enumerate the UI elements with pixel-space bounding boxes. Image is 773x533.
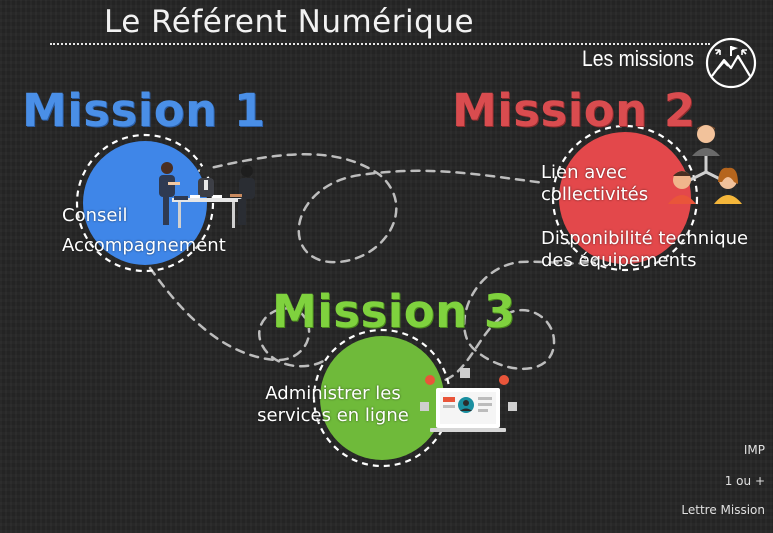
- mission-1-circle: [75, 133, 215, 273]
- mountain-icon: [705, 37, 757, 89]
- mission-2-title: Mission 2: [452, 84, 696, 137]
- side-note-lettre-mission: Lettre Mission: [681, 503, 765, 517]
- connector-m1-m2: [168, 153, 547, 264]
- page-title: Le Référent Numérique: [104, 4, 475, 40]
- mission-3-title: Mission 3: [272, 285, 516, 338]
- network-people-icon: [668, 125, 742, 204]
- meeting-people-icon: [159, 162, 255, 228]
- mission-2-item-collectivites: Lien avec collectivités: [541, 162, 649, 205]
- mission-1-title: Mission 1: [22, 84, 266, 137]
- side-note-count: 1 ou +: [724, 474, 765, 488]
- connector-m2-m3: [443, 253, 602, 382]
- side-note-imp: IMP: [743, 443, 765, 457]
- mission-2-item-equipements: Disponibilité technique des équipements: [541, 228, 749, 271]
- mission-1-item-conseil: Conseil: [62, 205, 128, 226]
- section-label: Les missions: [582, 46, 694, 71]
- title-divider: [50, 43, 710, 45]
- mission-1-item-accompagnement: Accompagnement: [62, 235, 226, 256]
- mission-2-circle: [551, 124, 699, 272]
- laptop-profile-icon: [420, 368, 517, 432]
- mission-3-item-services: Administrer les services en ligne: [257, 383, 409, 426]
- connector-m1-m3: [148, 266, 327, 368]
